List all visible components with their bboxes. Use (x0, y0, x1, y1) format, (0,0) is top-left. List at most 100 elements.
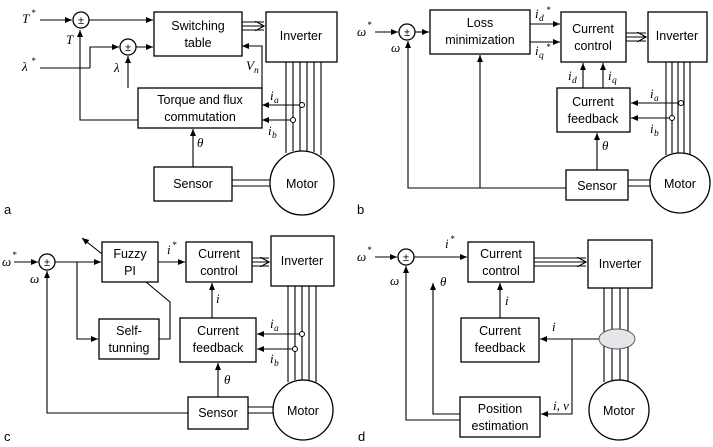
theta-label: θ (197, 135, 204, 150)
panel-tag-a: a (4, 202, 12, 217)
svg-text:q: q (539, 51, 544, 61)
sum-sign: ± (44, 257, 50, 269)
sensor-label: Sensor (577, 179, 617, 193)
motor-label: Motor (664, 177, 696, 191)
motor-circle (272, 379, 334, 441)
svg-text:*: * (367, 20, 372, 30)
panel-tag-b: b (357, 202, 364, 217)
theta-label: θ (440, 274, 447, 289)
svg-text:*: * (172, 240, 177, 250)
sensor-label: Sensor (198, 406, 238, 420)
switching-table-label-1: Switching (171, 19, 225, 33)
position-estimation-label-2: estimation (472, 419, 529, 433)
lambda-fb-label: λ (113, 60, 120, 75)
panel-d: Current control Inverter Current feedbac… (357, 234, 653, 444)
svg-text:*: * (546, 42, 551, 52)
panel-tag-c: c (4, 429, 11, 444)
svg-text:d: d (539, 14, 544, 24)
sum-sign-torque: ± (78, 15, 84, 27)
omega-ref-label: ω (357, 249, 366, 264)
panel-b: Loss minimization Current control Invert… (357, 5, 711, 217)
svg-text:b: b (654, 129, 659, 139)
fuzzy-pi-block (101, 241, 159, 283)
svg-text:a: a (274, 96, 279, 106)
current-control-block (560, 11, 627, 63)
current-feedback-label-2: feedback (568, 112, 619, 126)
i-ref-label: i (445, 236, 449, 251)
switching-table-label-2: table (184, 36, 211, 50)
motor-label: Motor (287, 404, 319, 418)
motor-label: Motor (603, 404, 635, 418)
sum-sign: ± (404, 27, 410, 39)
iv-sense-label: i, v (553, 398, 569, 413)
torque-fb-label: T (66, 32, 74, 47)
commutation-label-2: commutation (164, 110, 236, 124)
i-fb-label: i (216, 291, 220, 306)
i-fb-label: i (505, 293, 509, 308)
panel-a: Switching table Inverter Torque and flux… (4, 8, 338, 217)
vn-label: V (246, 58, 256, 73)
iq-label: i (608, 68, 612, 83)
current-feedback-label-1: Current (572, 95, 614, 109)
torque-ref-label: T (22, 11, 30, 26)
loss-minimization-block (429, 9, 531, 55)
ib-label: i (650, 121, 654, 136)
inverter-label: Inverter (280, 29, 322, 43)
position-estimation-block (459, 396, 541, 438)
omega-ref-label: ω (2, 254, 11, 269)
ia-label: i (270, 88, 274, 103)
id-label: i (568, 68, 572, 83)
inverter-label: Inverter (281, 254, 323, 268)
self-tuning-label-2: tunning (108, 341, 149, 355)
fuzzy-pi-label-2: PI (124, 264, 136, 278)
theta-label: θ (602, 138, 609, 153)
svg-text:*: * (546, 5, 551, 15)
current-feedback-label-1: Current (197, 324, 239, 338)
position-estimation-label-1: Position (478, 402, 523, 416)
motor-circle (269, 150, 335, 216)
i-sense-label: i (552, 319, 556, 334)
iq-ref-label: i (535, 43, 539, 58)
current-sensor-ellipse (598, 328, 636, 350)
commutation-label-1: Torque and flux (157, 93, 243, 107)
inverter-block (270, 235, 335, 287)
current-feedback-block (556, 87, 631, 133)
current-feedback-label-2: feedback (475, 341, 526, 355)
svg-text:*: * (450, 234, 455, 244)
sum-sign-flux: ± (125, 42, 131, 54)
svg-text:n: n (254, 66, 259, 76)
current-control-label-1: Current (480, 247, 522, 261)
current-control-block (185, 241, 253, 283)
current-control-label-2: control (482, 264, 520, 278)
current-feedback-label-2: feedback (193, 341, 244, 355)
ib-label: i (268, 123, 272, 138)
sensor-label: Sensor (173, 177, 213, 191)
commutation-block (137, 87, 263, 129)
current-control-label-1: Current (572, 22, 614, 36)
switching-table-block (153, 11, 243, 57)
ia-label: i (270, 316, 274, 331)
i-ref-label: i (167, 242, 171, 257)
current-feedback-block (460, 317, 540, 363)
omega-fb-label: ω (390, 273, 399, 288)
svg-text:b: b (272, 131, 277, 141)
id-ref-label: i (535, 6, 539, 21)
current-control-label-2: control (200, 264, 238, 278)
panel-tag-d: d (358, 429, 365, 444)
svg-text:d: d (572, 76, 577, 86)
ib-label: i (270, 351, 274, 366)
lambda-ref-label: λ (21, 59, 28, 74)
ia-label: i (650, 86, 654, 101)
svg-text:a: a (654, 94, 659, 104)
svg-text:a: a (274, 324, 279, 334)
inverter-block (587, 239, 653, 289)
loss-min-label-2: minimization (445, 33, 515, 47)
svg-text:*: * (31, 8, 36, 18)
current-control-label-2: control (574, 39, 612, 53)
panel-c: Fuzzy PI Current control Inverter Self- … (2, 235, 335, 444)
svg-text:b: b (274, 359, 279, 369)
motor-circle (588, 379, 650, 441)
svg-text:*: * (12, 250, 17, 260)
current-feedback-block (179, 317, 257, 363)
